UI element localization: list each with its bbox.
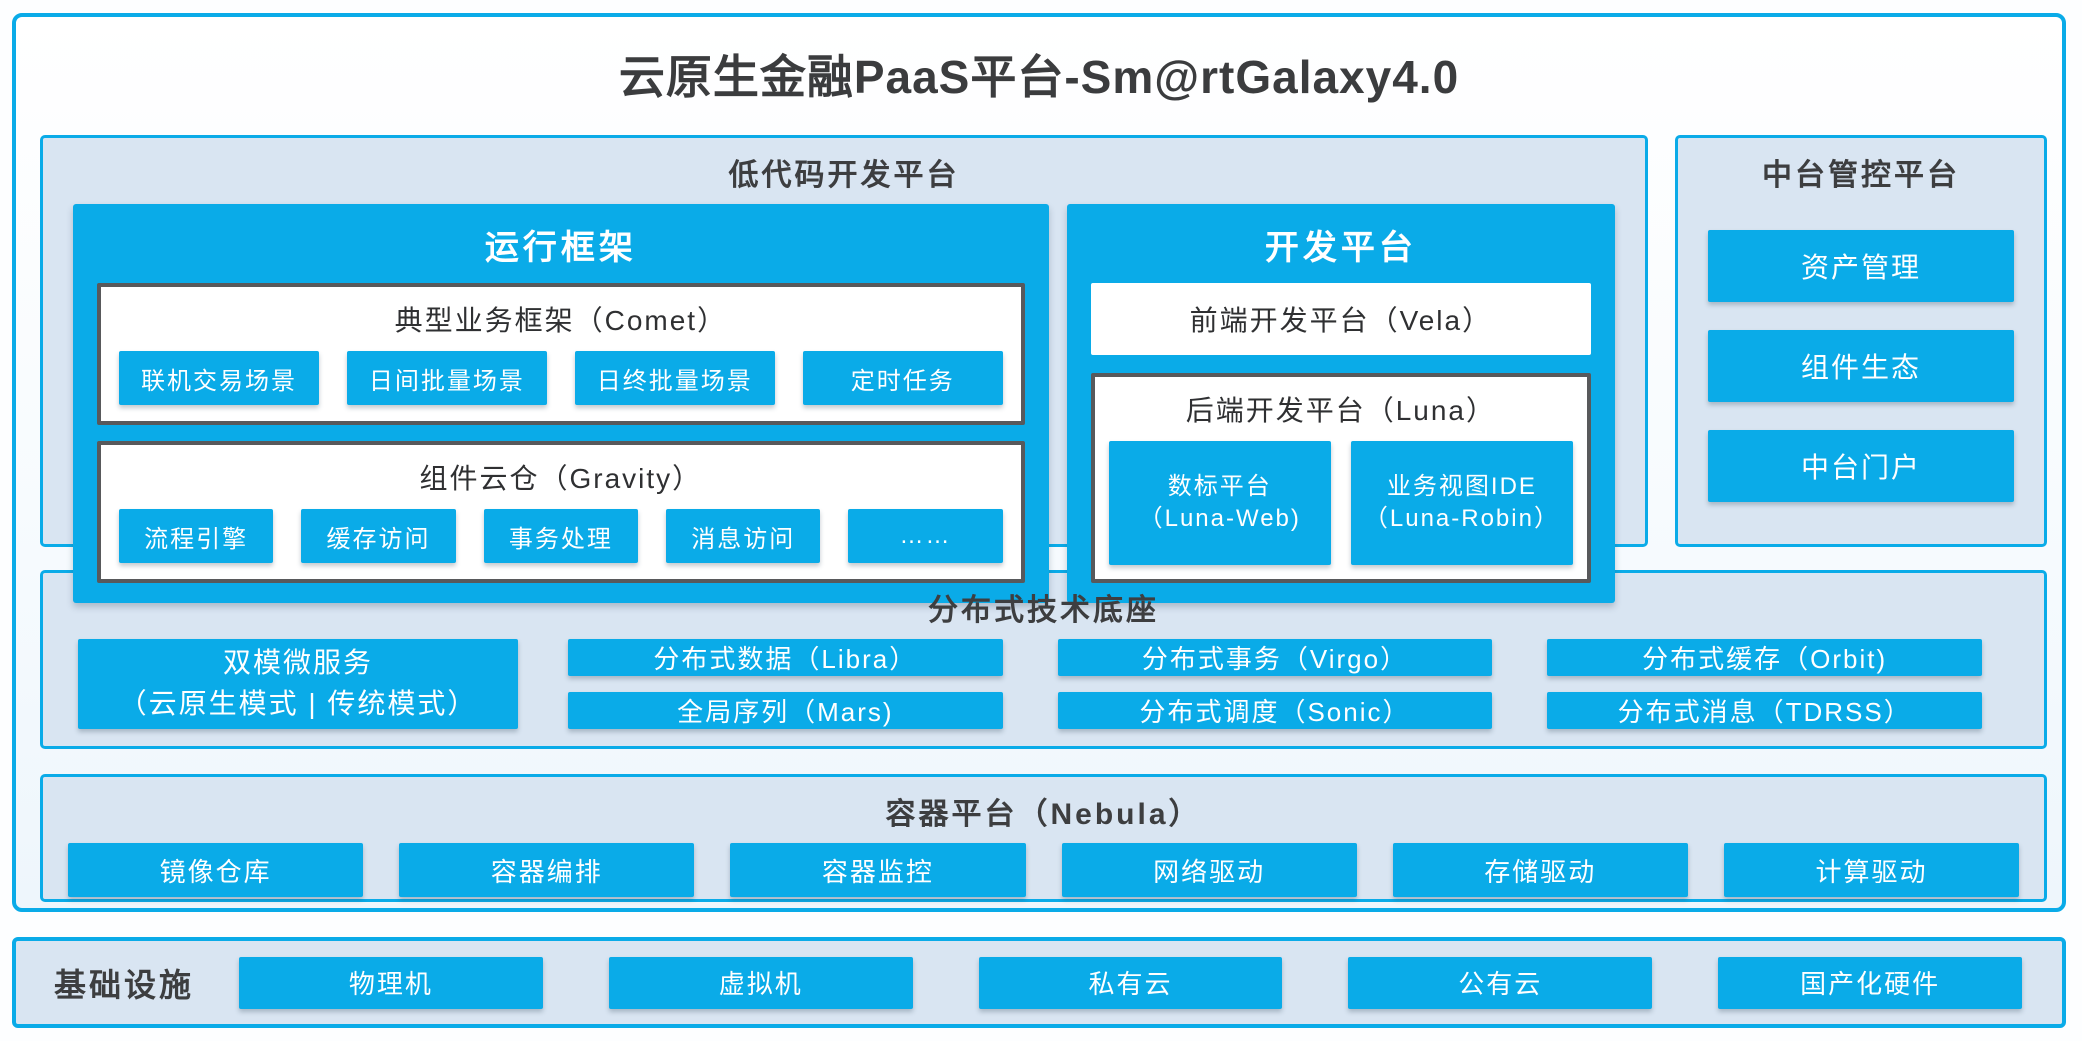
midplatform-item: 资产管理: [1708, 230, 2014, 302]
infrastructure-panel: 基础设施 物理机 虚拟机 私有云 公有云 国产化硬件: [12, 937, 2066, 1028]
container-platform-header: 容器平台（Nebula）: [885, 798, 1202, 831]
runtime-framework-title: 运行框架: [484, 229, 637, 267]
gravity-item: 事务处理: [483, 509, 639, 563]
gravity-title: 组件云仓（Gravity）: [419, 463, 703, 494]
midplatform-items: 资产管理 组件生态 中台门户: [1678, 202, 2044, 544]
comet-item: 定时任务: [802, 351, 1003, 405]
luna-title: 后端开发平台（Luna）: [1185, 395, 1496, 426]
platform-frame: 云原生金融PaaS平台-Sm@rtGalaxy4.0 低代码开发平台 运行框架 …: [12, 13, 2066, 912]
infrastructure-items: 物理机 虚拟机 私有云 公有云 国产化硬件: [239, 956, 2022, 1009]
dual-mode-line1: 双模微服务: [222, 647, 373, 679]
lowcode-content: 运行框架 典型业务框架（Comet） 联机交易场景 日间批量场景 日终批量场景 …: [43, 202, 1645, 627]
midplatform-item: 中台门户: [1708, 430, 2014, 502]
distributed-panel: 分布式技术底座 双模微服务 （云原生模式 | 传统模式） 分布式数据（Libra…: [40, 570, 2047, 749]
lowcode-header: 低代码开发平台: [728, 159, 960, 192]
luna-robin-line1: 业务视图IDE: [1386, 472, 1537, 500]
luna-web-line1: 数标平台: [1167, 472, 1272, 500]
infrastructure-item: 国产化硬件: [1718, 956, 2022, 1009]
comet-title: 典型业务框架（Comet）: [394, 305, 728, 336]
comet-items: 联机交易场景 日间批量场景 日终批量场景 定时任务: [119, 351, 1003, 405]
luna-robin-item: 业务视图IDE （Luna-Robin）: [1350, 441, 1573, 565]
container-platform-item: 容器编排: [399, 843, 695, 897]
container-platform-item: 镜像仓库: [68, 843, 364, 897]
container-platform-item: 存储驱动: [1392, 843, 1688, 897]
dual-mode-line2: （云原生模式 | 传统模式）: [118, 688, 478, 719]
container-platform-item: 网络驱动: [1061, 843, 1357, 897]
distributed-grid: 分布式数据（Libra） 分布式事务（Virgo） 分布式缓存（Orbit) 全…: [568, 639, 1982, 729]
gravity-item: 消息访问: [666, 509, 821, 563]
midplatform-header: 中台管控平台: [1762, 159, 1960, 192]
container-platform-item: 容器监控: [730, 843, 1026, 897]
container-platform-panel: 容器平台（Nebula） 镜像仓库 容器编排 容器监控 网络驱动 存储驱动 计算…: [40, 774, 2047, 902]
comet-item: 日终批量场景: [574, 351, 775, 405]
infrastructure-item: 物理机: [239, 956, 543, 1009]
lowcode-panel: 低代码开发平台 运行框架 典型业务框架（Comet） 联机交易场景 日间批量场景…: [40, 135, 1648, 603]
luna-web-item: 数标平台 （Luna-Web): [1108, 441, 1331, 565]
vela-box: 前端开发平台（Vela）: [1090, 283, 1591, 355]
container-platform-item: 计算驱动: [1723, 843, 2020, 897]
distributed-item: 全局序列（Mars): [568, 692, 1003, 729]
gravity-items: 流程引擎 缓存访问 事务处理 消息访问 ……: [119, 509, 1003, 563]
distributed-item: 分布式事务（Virgo）: [1057, 639, 1493, 676]
distributed-header: 分布式技术底座: [928, 594, 1159, 627]
midplatform-item: 组件生态: [1708, 330, 2014, 402]
distributed-item: 分布式缓存（Orbit): [1547, 639, 1982, 676]
distributed-item: 分布式数据（Libra）: [568, 639, 1003, 676]
infrastructure-item: 私有云: [978, 956, 1283, 1009]
gravity-item: 缓存访问: [301, 509, 456, 563]
distributed-item: 分布式消息（TDRSS）: [1547, 692, 1982, 729]
midplatform-panel: 中台管控平台 资产管理 组件生态 中台门户: [1675, 135, 2047, 547]
comet-item: 联机交易场景: [119, 351, 319, 405]
luna-web-line2: （Luna-Web): [1138, 505, 1301, 532]
luna-items: 数标平台 （Luna-Web) 业务视图IDE （Luna-Robin）: [1108, 441, 1573, 565]
dev-platform-box: 开发平台 前端开发平台（Vela） 后端开发平台（Luna） 数标平台 （Lun…: [1066, 204, 1615, 603]
distributed-content: 双模微服务 （云原生模式 | 传统模式） 分布式数据（Libra） 分布式事务（…: [43, 637, 2044, 747]
dev-platform-title: 开发平台: [1264, 229, 1417, 267]
comet-item: 日间批量场景: [346, 351, 547, 405]
dual-mode-microservice-box: 双模微服务 （云原生模式 | 传统模式）: [78, 639, 518, 729]
infrastructure-item: 公有云: [1348, 956, 1653, 1009]
infrastructure-item: 虚拟机: [608, 956, 913, 1009]
distributed-item: 分布式调度（Sonic）: [1057, 692, 1493, 729]
gravity-item-ellipsis: ……: [848, 509, 1003, 563]
gravity-item: 流程引擎: [119, 509, 274, 563]
comet-box: 典型业务框架（Comet） 联机交易场景 日间批量场景 日终批量场景 定时任务: [97, 283, 1025, 425]
container-platform-items: 镜像仓库 容器编排 容器监控 网络驱动 存储驱动 计算驱动: [43, 841, 2044, 915]
luna-robin-line2: （Luna-Robin）: [1363, 505, 1560, 532]
page-title: 云原生金融PaaS平台-Sm@rtGalaxy4.0: [618, 51, 1460, 103]
gravity-box: 组件云仓（Gravity） 流程引擎 缓存访问 事务处理 消息访问 ……: [97, 441, 1025, 583]
luna-box: 后端开发平台（Luna） 数标平台 （Luna-Web) 业务视图IDE （Lu…: [1090, 373, 1591, 583]
runtime-framework-box: 运行框架 典型业务框架（Comet） 联机交易场景 日间批量场景 日终批量场景 …: [73, 204, 1049, 603]
infrastructure-label: 基础设施: [54, 966, 195, 1003]
top-row: 低代码开发平台 运行框架 典型业务框架（Comet） 联机交易场景 日间批量场景…: [40, 135, 2047, 603]
